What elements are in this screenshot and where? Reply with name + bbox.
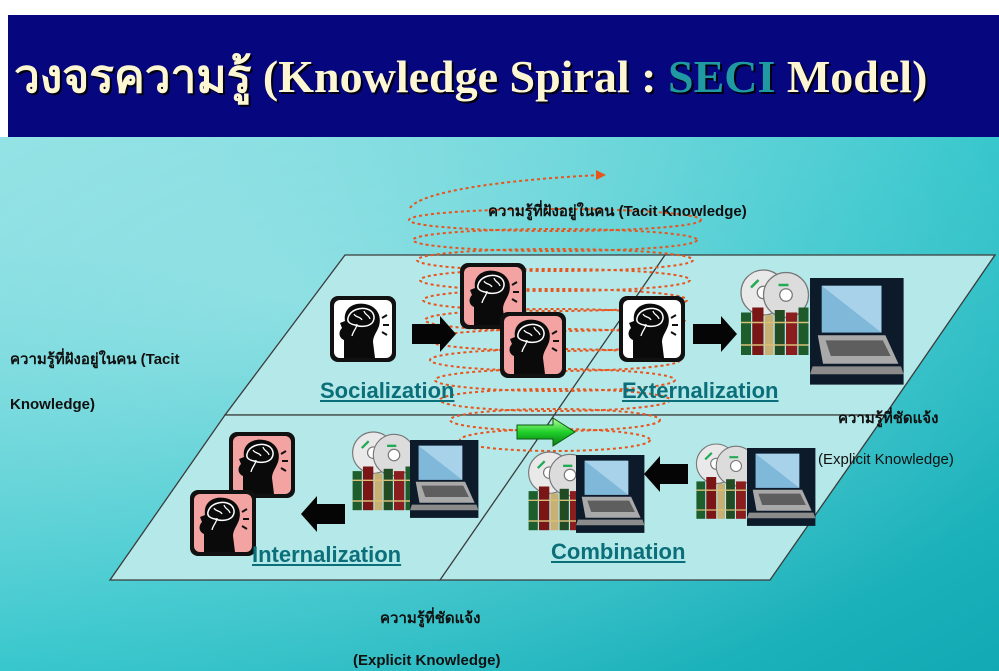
internalization-head-1 [228, 431, 296, 499]
combination-green-arrow-icon [516, 417, 576, 447]
explicit-knowledge-bottom-label-line1: ความรู้ที่ชัดแจ้ง [380, 610, 481, 627]
title-tail: Model) [775, 51, 928, 102]
tacit-knowledge-left-label-line1: ความรู้ที่ฝังอยู่ในคน (Tacit [10, 351, 180, 368]
slide-title: วงจรความรู้ (Knowledge Spiral : SECI Mod… [14, 32, 989, 122]
explicit-knowledge-right-label-line1: ความรู้ที่ชัดแจ้ง [838, 410, 939, 427]
quadrant-socialization: Socialization [320, 378, 455, 403]
internalization-head-2 [189, 489, 257, 557]
spiral-arrowhead [596, 170, 606, 180]
title-bar [8, 15, 999, 137]
quadrant-internalization: Internalization [252, 542, 402, 567]
title-accent: SECI [667, 51, 776, 102]
tacit-knowledge-top-label: ความรู้ที่ฝังอยู่ในคน (Tacit Knowledge) [488, 203, 747, 220]
explicit-knowledge-right-label-line2: (Explicit Knowledge) [818, 451, 954, 468]
internalization-laptop-icon [410, 440, 479, 518]
socialization-head-source [329, 295, 397, 363]
title-main: วงจรความรู้ (Knowledge Spiral : [14, 51, 668, 102]
quadrant-externalization: Externalization [622, 378, 779, 403]
combination-laptop-icon-1 [576, 455, 645, 533]
combination-laptop-icon-2 [747, 448, 816, 526]
socialization-head-target-2 [499, 311, 567, 379]
tacit-knowledge-left-label-line2: Knowledge) [10, 396, 95, 413]
quadrant-combination: Combination [551, 539, 686, 564]
explicit-knowledge-bottom-label-line2: (Explicit Knowledge) [353, 652, 501, 669]
externalization-laptop-icon [810, 278, 904, 385]
externalization-head [618, 295, 686, 363]
